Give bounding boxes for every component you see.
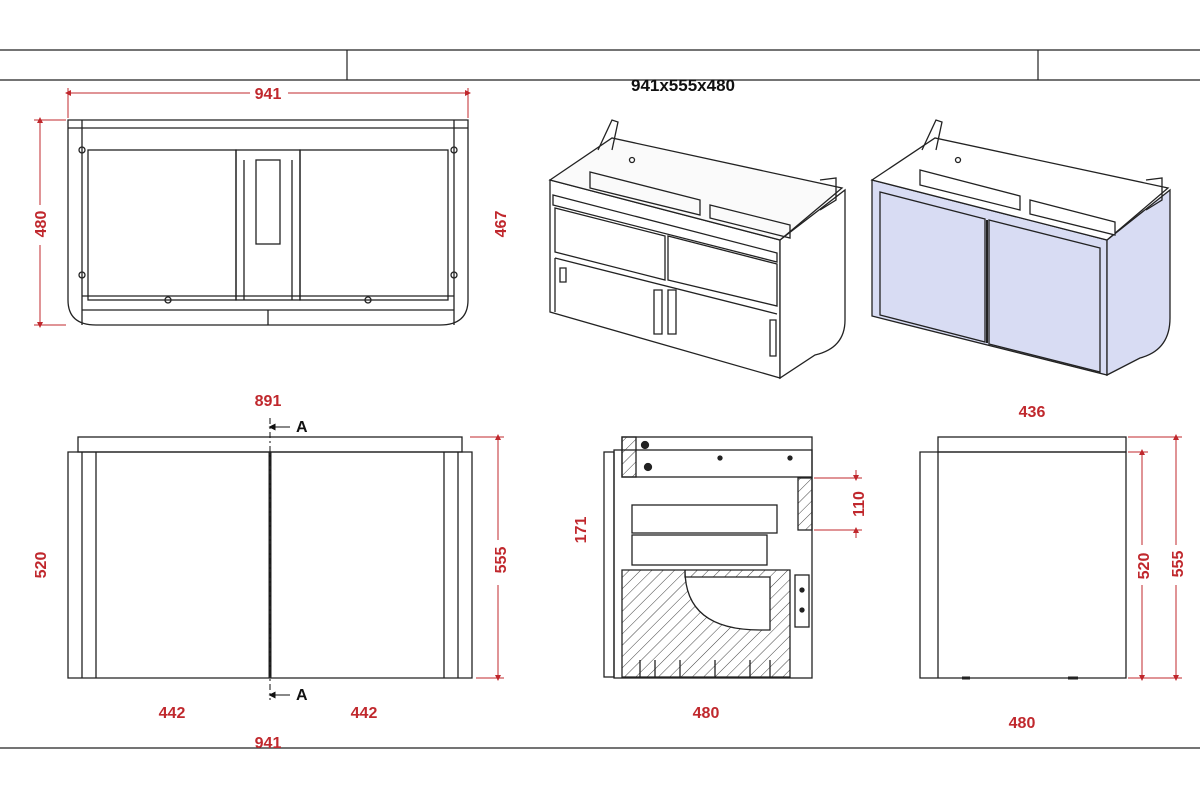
top-view <box>67 119 469 326</box>
section-mark-top: A <box>296 419 308 436</box>
section-view <box>603 436 813 679</box>
front-view <box>67 436 473 679</box>
title-block <box>0 49 1200 749</box>
product-dimensions-title: 941x555x480 <box>631 76 735 95</box>
front-view-dimensions <box>470 434 504 681</box>
front-total-height-label: 555 <box>493 547 510 574</box>
side-total-height-label: 555 <box>1170 551 1187 578</box>
section-mark-bottom: A <box>296 687 308 704</box>
iso-view-open <box>548 119 846 380</box>
top-view-depth-right-label: 467 <box>493 211 510 238</box>
front-total-width-label: 941 <box>255 735 282 752</box>
section-view-dimensions <box>814 470 862 538</box>
side-depth-label: 480 <box>1009 715 1036 732</box>
side-view <box>919 436 1127 680</box>
section-drawer-label: 110 <box>851 491 868 517</box>
section-depth-label: 480 <box>693 705 720 722</box>
section-height-label: 171 <box>573 517 590 544</box>
side-view-dimensions <box>1128 434 1182 681</box>
front-door-right-label: 442 <box>351 705 378 722</box>
side-body-height-label: 520 <box>1136 553 1153 580</box>
side-top-label: 436 <box>1019 404 1046 421</box>
top-view-dimensions <box>34 88 471 328</box>
front-door-left-label: 442 <box>159 705 186 722</box>
top-view-width-label: 941 <box>255 86 282 103</box>
front-body-height-label: 520 <box>33 552 50 579</box>
top-view-depth-left-label: 480 <box>33 211 50 238</box>
front-view-section-arrows <box>268 423 290 699</box>
iso-view-closed <box>870 119 1171 377</box>
front-top-width-label: 891 <box>255 393 282 410</box>
